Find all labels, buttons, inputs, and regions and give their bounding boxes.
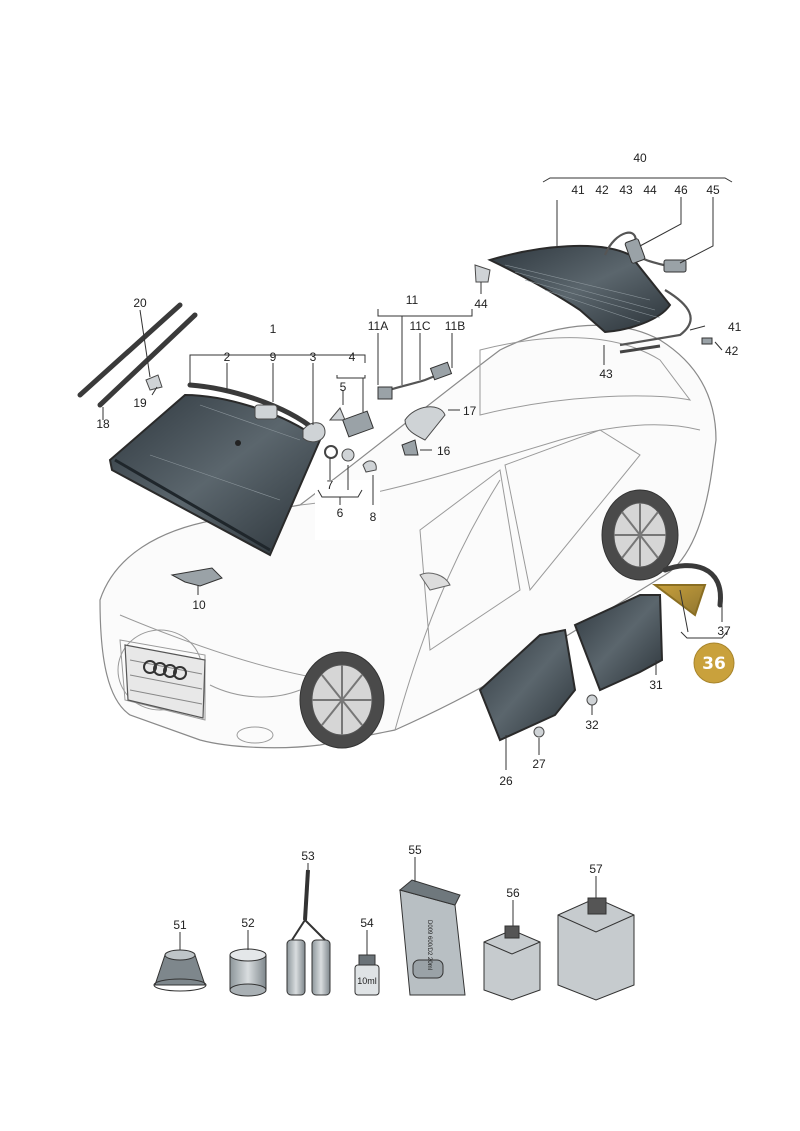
label-8: 8 <box>370 510 377 524</box>
rear-wheel <box>601 489 679 581</box>
label-37: 37 <box>717 624 731 638</box>
label-45: 45 <box>706 183 720 197</box>
front-door-glass <box>478 628 577 742</box>
highlight-callout-36[interactable]: 36 <box>693 642 735 684</box>
a-pillar-trim-left <box>77 302 183 398</box>
label-43: 43 <box>599 367 613 381</box>
label-40-43: 43 <box>619 183 633 197</box>
cover-17 <box>404 406 446 441</box>
label-6: 6 <box>337 506 344 520</box>
cartridge-53 <box>286 869 331 996</box>
label-11c: 11C <box>409 319 430 333</box>
clip-7 <box>341 448 355 462</box>
label-11: 11 <box>406 293 419 307</box>
audi-rings-logo <box>143 660 187 680</box>
label-32: 32 <box>585 718 599 732</box>
label-41: 41 <box>728 320 742 334</box>
package-55 <box>398 879 466 996</box>
label-1: 1 <box>270 322 277 336</box>
bolt-27 <box>533 726 545 738</box>
label-11b: 11B <box>445 319 465 333</box>
tape-roll-51 <box>153 949 207 992</box>
label-26: 26 <box>499 774 513 788</box>
rear-window-retainer <box>474 264 491 283</box>
label-18: 18 <box>96 417 110 431</box>
label-16: 16 <box>437 444 451 458</box>
side-mirror <box>419 572 451 591</box>
windshield-upper-seal <box>187 382 318 433</box>
bottle-54 <box>354 954 380 996</box>
label-7: 7 <box>327 478 334 492</box>
label-4: 4 <box>349 350 356 364</box>
label-54: 54 <box>360 916 374 930</box>
label-52: 52 <box>241 916 255 930</box>
clip-8 <box>362 460 377 473</box>
rear-window-harness <box>603 231 713 354</box>
label-40-41: 41 <box>571 183 585 197</box>
bracket-10 <box>170 567 223 587</box>
car-body <box>99 324 717 749</box>
clip-5 <box>328 407 346 421</box>
label-56: 56 <box>506 886 520 900</box>
front-wheel <box>299 651 385 749</box>
label-40-44: 44 <box>643 183 657 197</box>
label-20: 20 <box>133 296 147 310</box>
label-31: 31 <box>649 678 663 692</box>
canister-57 <box>557 897 635 1001</box>
label-36: 36 <box>702 654 726 674</box>
label-2: 2 <box>224 350 231 364</box>
rear-door-glass <box>573 594 664 692</box>
label-42: 42 <box>725 344 739 358</box>
sensor-housing <box>342 410 374 438</box>
bottle-54-label: 10ml <box>357 976 377 986</box>
label-51: 51 <box>173 918 187 932</box>
label-44: 44 <box>474 297 488 311</box>
clip-19 <box>145 374 163 391</box>
label-55: 55 <box>408 843 422 857</box>
label-10: 10 <box>192 598 206 612</box>
label-46: 46 <box>674 183 688 197</box>
mirror-base <box>302 422 326 443</box>
package-55-label: D009 600/D2 20ml <box>426 920 432 970</box>
label-9: 9 <box>270 350 277 364</box>
rear-window <box>487 244 672 334</box>
clip-6 <box>324 445 338 459</box>
tape-roll-52 <box>229 948 267 997</box>
rain-sensor-cover <box>254 404 278 420</box>
label-17: 17 <box>463 404 477 418</box>
label-40: 40 <box>633 151 647 165</box>
label-11a: 11A <box>368 319 388 333</box>
quarter-glass-36 <box>652 584 707 617</box>
label-3: 3 <box>310 350 317 364</box>
label-53: 53 <box>301 849 315 863</box>
label-57: 57 <box>589 862 603 876</box>
harness-11-connector <box>377 386 393 400</box>
label-5: 5 <box>340 380 347 394</box>
leader-lines <box>102 177 733 955</box>
clip-16 <box>401 439 419 456</box>
bolt-32 <box>586 694 598 706</box>
quarter-glass-seal <box>662 563 723 608</box>
label-27: 27 <box>532 757 546 771</box>
label-40-42: 42 <box>595 183 609 197</box>
label-19: 19 <box>133 396 147 410</box>
canister-56 <box>483 925 541 1001</box>
